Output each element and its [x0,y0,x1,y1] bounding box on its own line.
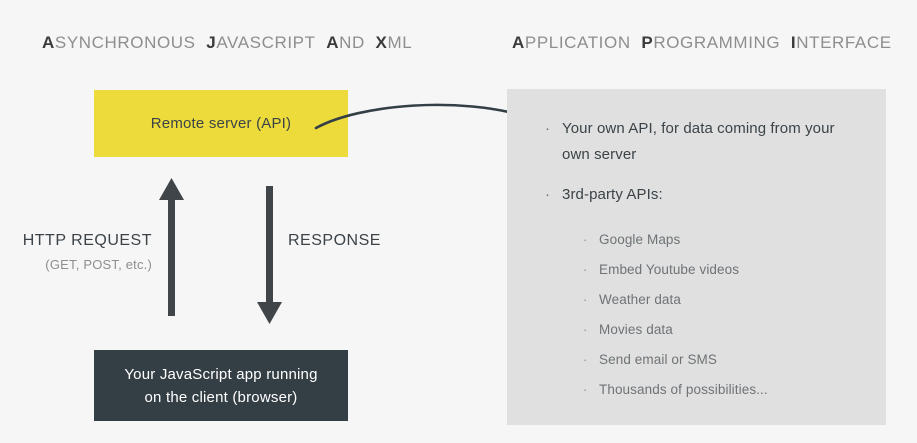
list-item-text: Google Maps [599,232,681,247]
list-item: · Embed Youtube videos [583,260,865,280]
heading-ajax-rest-1: SYNCHRONOUS [54,33,196,52]
list-item-text: Embed Youtube videos [599,262,740,277]
list-item: · 3rd-party APIs: · Google Maps · Embed … [545,182,865,400]
list-item: · Send email or SMS [583,350,865,370]
list-item: · Thousands of possibilities... [583,380,865,400]
list-item: · Weather data [583,290,865,310]
heading-ajax-rest-2: AVASCRIPT [216,33,316,52]
bullet-dot-icon: · [583,292,588,307]
list-item: · Your own API, for data coming from you… [545,116,865,168]
http-request-title: HTTP REQUEST [22,232,152,249]
heading-space [365,33,376,52]
heading-ajax-rest-4: ML [387,33,413,52]
bullet-dot-icon: · [583,382,588,397]
heading-api-cap-3: I [790,33,797,52]
http-request-arrow-icon [159,178,184,316]
bullet-dot-icon: · [583,322,588,337]
bullet-dot-icon: · [583,232,588,247]
heading-ajax-cap-2: J [206,33,217,52]
response-label: RESPONSE [288,232,381,249]
list-item-text: Send email or SMS [599,352,717,367]
heading-space [631,33,642,52]
api-main-list: · Your own API, for data coming from you… [545,116,865,400]
heading-api: APPLICATION PROGRAMMING INTERFACE [512,33,892,53]
heading-ajax: ASYNCHRONOUS JAVASCRIPT AND XML [42,33,412,53]
api-sub-list: · Google Maps · Embed Youtube videos · W… [583,230,865,400]
client-app-line-1: Your JavaScript app running [124,365,318,383]
remote-server-label: Remote server (API) [150,115,292,132]
curved-arrow-to-api-icon [314,103,537,130]
heading-space [196,33,207,52]
heading-ajax-rest-3: ND [339,33,365,52]
heading-space [316,33,327,52]
client-app-line-2: on the client (browser) [144,388,298,406]
heading-api-rest-2: ROGRAMMING [653,33,781,52]
bullet-dot-icon: · [545,186,551,203]
api-panel: · Your own API, for data coming from you… [507,89,886,425]
heading-api-rest-3: NTERFACE [796,33,892,52]
heading-api-cap-1: A [512,33,525,52]
heading-api-cap-2: P [641,33,654,52]
list-item-text: Movies data [599,322,673,337]
bullet-dot-icon: · [583,352,588,367]
response-arrow-icon [257,186,282,324]
bullet-dot-icon: · [545,120,551,137]
bullet-dot-icon: · [583,262,588,277]
list-item-text: Thousands of possibilities... [599,382,768,397]
http-request-methods: (GET, POST, etc.) [45,257,152,272]
heading-ajax-cap-4: X [375,33,388,52]
http-request-label: HTTP REQUEST (GET, POST, etc.) [0,232,152,272]
list-item-text: Weather data [599,292,682,307]
list-item-text: 3rd-party APIs: [562,186,663,203]
heading-ajax-cap-1: A [42,33,55,52]
list-item: · Google Maps [583,230,865,250]
client-app-box: Your JavaScript app running on the client… [94,350,348,421]
heading-ajax-cap-3: A [326,33,340,52]
list-item-text: Your own API, for data coming from your … [562,120,835,163]
remote-server-box: Remote server (API) [94,90,348,157]
heading-api-rest-1: PPLICATION [524,33,631,52]
list-item: · Movies data [583,320,865,340]
client-app-label: Your JavaScript app running on the client… [124,363,317,409]
heading-space [780,33,791,52]
